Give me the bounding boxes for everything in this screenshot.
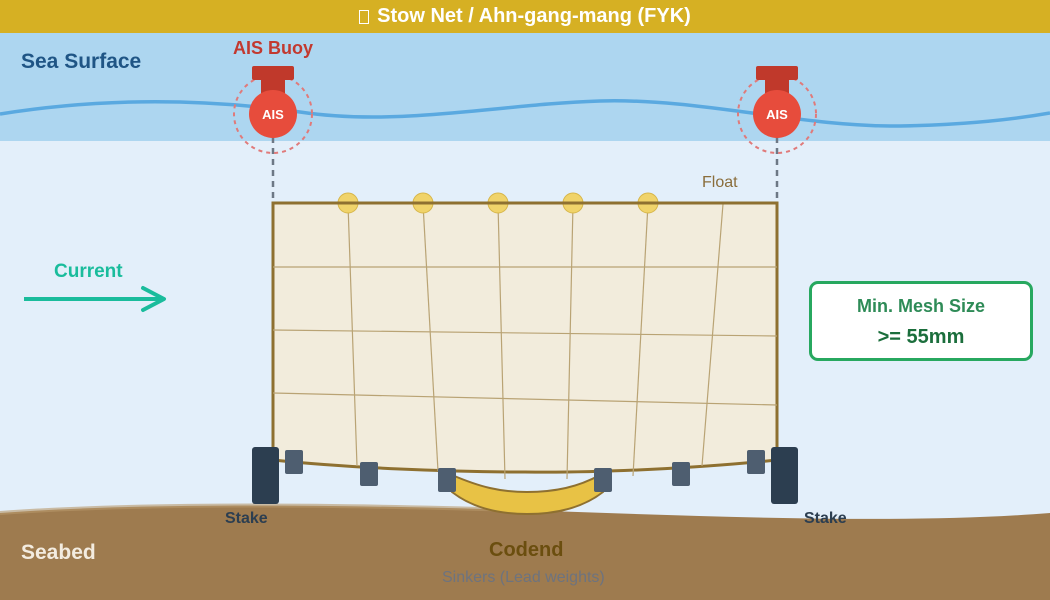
net-body [271, 201, 779, 474]
stake-icon [252, 447, 279, 504]
codend [451, 473, 605, 516]
stake-label-right: Stake [804, 510, 847, 527]
page-title: Stow Net / Ahn-gang-mang (FYK) [377, 5, 691, 27]
title-glyph-icon [359, 9, 370, 24]
buoy-text: AIS [766, 107, 788, 122]
mesh-size-title: Min. Mesh Size [856, 296, 986, 316]
stake-icon [771, 447, 798, 504]
seabed-label: Seabed [21, 541, 96, 564]
ais-buoy-icon: AIS [737, 66, 817, 154]
sinkers [285, 450, 765, 492]
wave-line [0, 99, 1050, 128]
sinker-icon [672, 462, 690, 486]
ais-buoy-label: AIS Buoy [233, 38, 314, 58]
float-label: Float [702, 174, 738, 191]
title-bar: Stow Net / Ahn-gang-mang (FYK) [0, 0, 1050, 33]
ais-buoy-icon: AIS [233, 66, 313, 154]
mesh-size-value: >= 55mm [877, 326, 965, 348]
seabed-highlight [0, 503, 521, 515]
codend-label: Codend [489, 539, 564, 561]
sinker-icon [438, 468, 456, 492]
stake-label-left: Stake [225, 510, 268, 527]
float-icon [337, 192, 659, 214]
sinker-icon [594, 468, 612, 492]
mesh-size-box: Min. Mesh Size >= 55mm [809, 281, 1033, 361]
sea-surface-band [0, 33, 1050, 141]
sinkers-label: Sinkers (Lead weights) [442, 569, 605, 586]
sinker-icon [285, 450, 303, 474]
current-label: Current [54, 261, 123, 282]
buoy-text: AIS [262, 107, 284, 122]
sinker-icon [360, 462, 378, 486]
current-arrow-icon [24, 286, 166, 312]
net-mesh-lines [272, 203, 778, 480]
seabed [0, 505, 1050, 600]
sea-surface-label: Sea Surface [21, 50, 142, 73]
sinker-icon [747, 450, 765, 474]
